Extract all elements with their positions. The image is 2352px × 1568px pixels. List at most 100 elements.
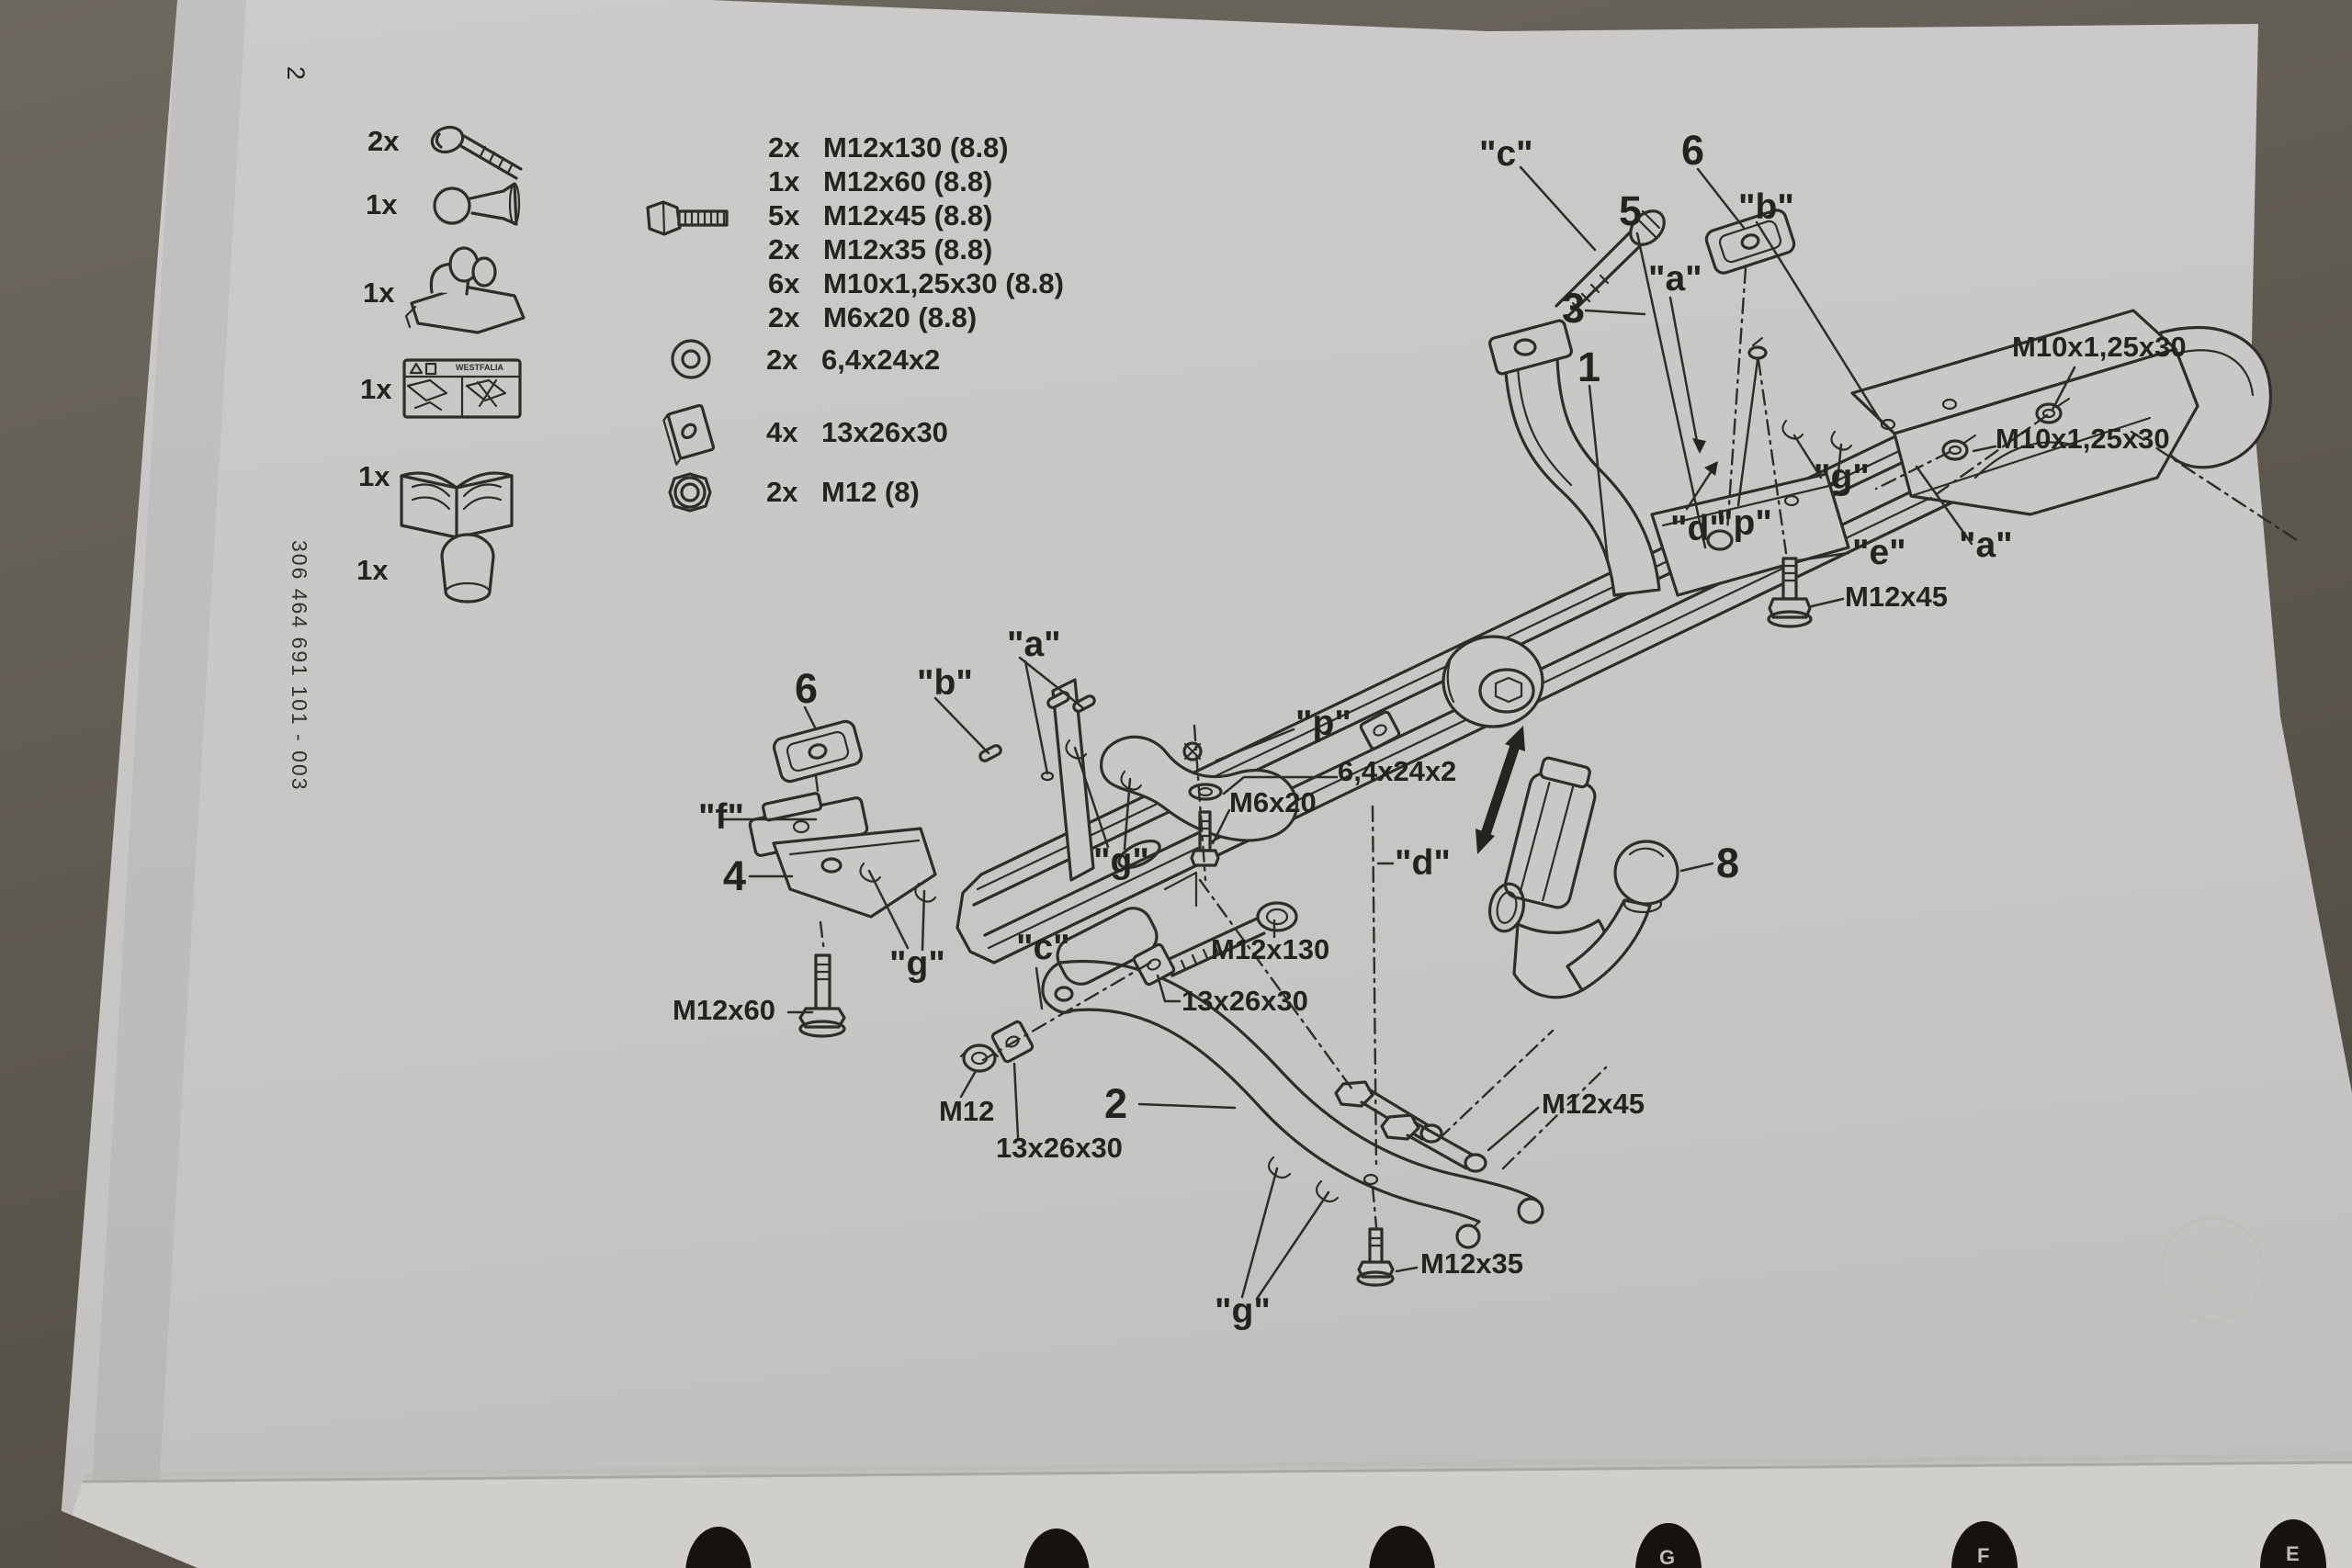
nut-icon bbox=[668, 472, 712, 513]
callout-b-mid: "b" bbox=[917, 663, 973, 703]
callout-m6x20: M6x20 bbox=[1229, 786, 1317, 818]
callout-a-mid: "a" bbox=[1007, 625, 1061, 664]
callout-d-right: "d" bbox=[1670, 509, 1726, 548]
callout-m10-upper: M10x1,25x30 bbox=[2012, 331, 2187, 363]
callout-g-right: "g" bbox=[1814, 457, 1870, 497]
tow-ball-part-8 bbox=[1487, 756, 1679, 999]
page-fold bbox=[55, 1462, 2352, 1568]
callout-part-3: 3 bbox=[1562, 285, 1586, 332]
support-plate-part-5 bbox=[1650, 472, 1850, 597]
clamp-plate-part-6-top bbox=[1704, 209, 1796, 275]
binder-tabs bbox=[685, 1519, 2326, 1568]
square-pad-on-beam bbox=[1359, 710, 1401, 750]
callout-p-center: "p" bbox=[1295, 704, 1351, 743]
callout-plate-lower: 13x26x30 bbox=[996, 1132, 1123, 1164]
kit-qty-ball-ring: 1x bbox=[366, 188, 398, 220]
clamp-plate-part-6-mid bbox=[772, 719, 864, 784]
bolt-qty-2: 5x bbox=[768, 199, 800, 231]
callout-f: "f" bbox=[698, 797, 744, 837]
leader-lines bbox=[720, 165, 2076, 1301]
warning-sticker-icon bbox=[402, 358, 522, 419]
washer-icon bbox=[671, 339, 711, 379]
bolt-size-1: M12x60 (8.8) bbox=[823, 165, 993, 197]
bracket-part-4 bbox=[748, 792, 937, 919]
callout-g-mid-right: "g" bbox=[1093, 841, 1149, 881]
washer-size: 6,4x24x2 bbox=[821, 344, 941, 376]
up-down-arrow bbox=[1476, 726, 1525, 854]
callout-part-8: 8 bbox=[1716, 840, 1740, 886]
callout-c-bottom: "c" bbox=[1016, 928, 1070, 967]
bolt-qty-4: 6x bbox=[768, 267, 800, 299]
callout-a-right: "a" bbox=[1959, 525, 2013, 565]
callout-d-bottom: "d" bbox=[1395, 843, 1451, 883]
plate-size: 13x26x30 bbox=[821, 416, 948, 448]
page-number: 2 bbox=[282, 66, 310, 81]
cap-icon bbox=[440, 533, 495, 604]
manual-book-icon bbox=[400, 471, 514, 539]
bolt-size-0: M12x130 (8.8) bbox=[823, 131, 1009, 164]
rubber-grommet bbox=[1442, 635, 1544, 728]
bolt-qty-0: 2x bbox=[768, 131, 800, 164]
bolt-size-4: M10x1,25x30 (8.8) bbox=[823, 267, 1064, 299]
spacer-plate-icon bbox=[662, 403, 716, 466]
callout-plate-upper: 13x26x30 bbox=[1182, 985, 1308, 1017]
nut-size: M12 (8) bbox=[821, 476, 920, 508]
m12x45-bolt-pair bbox=[1334, 1080, 1487, 1173]
mounting-bracket-right bbox=[1781, 309, 2199, 516]
construction-axes bbox=[814, 266, 2299, 1229]
binder-tab-letter-f: F bbox=[1977, 1544, 1990, 1567]
callout-a-top: "a" bbox=[1648, 259, 1702, 299]
callout-b-top: "b" bbox=[1738, 187, 1794, 227]
kit-qty-socket: 1x bbox=[363, 276, 395, 309]
document-code: 306 464 691 101 - 003 bbox=[288, 540, 311, 792]
kit-qty-sticker: 1x bbox=[360, 373, 392, 405]
callout-g-mid-bottom: "g" bbox=[889, 944, 945, 984]
binder-tab-letter-g: G bbox=[1659, 1546, 1676, 1568]
kit-qty-cap: 1x bbox=[356, 554, 389, 586]
m10-bolt-lower bbox=[1941, 434, 1977, 461]
bolt-qty-3: 2x bbox=[768, 233, 800, 265]
nut-qty: 2x bbox=[766, 476, 798, 508]
m6x20-stack bbox=[1182, 741, 1223, 867]
callout-m12x130: M12x130 bbox=[1211, 933, 1330, 965]
retainer-pin-p-right bbox=[1747, 336, 1768, 360]
bolt-size-2: M12x45 (8.8) bbox=[823, 199, 993, 231]
callout-m12x45-right: M12x45 bbox=[1845, 581, 1949, 613]
callout-e: "e" bbox=[1852, 533, 1906, 572]
callout-part-1: 1 bbox=[1577, 344, 1601, 390]
socket-bracket-icon bbox=[404, 246, 526, 334]
bolt-qty-5: 2x bbox=[768, 301, 800, 333]
kit-qty-book: 1x bbox=[358, 460, 390, 492]
callout-washer-64: 6,4x24x2 bbox=[1338, 755, 1457, 787]
m12x45-bolt-right bbox=[1767, 557, 1813, 628]
tow-ball-ring-icon bbox=[433, 182, 521, 226]
table-corner-under-page bbox=[55, 1508, 198, 1568]
binder-tab-letter-e: E bbox=[2286, 1542, 2300, 1565]
side-plate-right bbox=[2159, 326, 2272, 469]
callout-part-2: 2 bbox=[1104, 1080, 1128, 1127]
callout-c-top: "c" bbox=[1479, 134, 1533, 174]
callout-m12x35: M12x35 bbox=[1420, 1247, 1524, 1280]
kit-qty-hook-bolt: 2x bbox=[368, 125, 400, 157]
spacer-plate-upper bbox=[1132, 942, 1176, 987]
hex-bolt-icon bbox=[646, 200, 729, 236]
callout-part-6-mid: 6 bbox=[795, 665, 819, 712]
hook-bolt-icon bbox=[430, 125, 523, 180]
callout-m12x45-pair: M12x45 bbox=[1542, 1088, 1645, 1120]
plate-qty: 4x bbox=[766, 416, 798, 448]
washer-qty: 2x bbox=[766, 344, 798, 376]
callout-m12-nut: M12 bbox=[939, 1095, 995, 1127]
bolt-qty-1: 1x bbox=[768, 165, 800, 197]
callout-g-bottom: "g" bbox=[1215, 1292, 1271, 1331]
callout-m12x60: M12x60 bbox=[673, 994, 776, 1026]
bolt-size-3: M12x35 (8.8) bbox=[823, 233, 993, 265]
m12x35-bolt bbox=[1356, 1227, 1395, 1287]
callout-m10-lower: M10x1,25x30 bbox=[1996, 423, 2170, 455]
callout-part-5: 5 bbox=[1619, 187, 1643, 234]
callout-part-4: 4 bbox=[723, 852, 747, 899]
curved-arm-part-3 bbox=[1488, 319, 1661, 597]
sticker-brand-text: WESTFALIA bbox=[456, 363, 503, 372]
